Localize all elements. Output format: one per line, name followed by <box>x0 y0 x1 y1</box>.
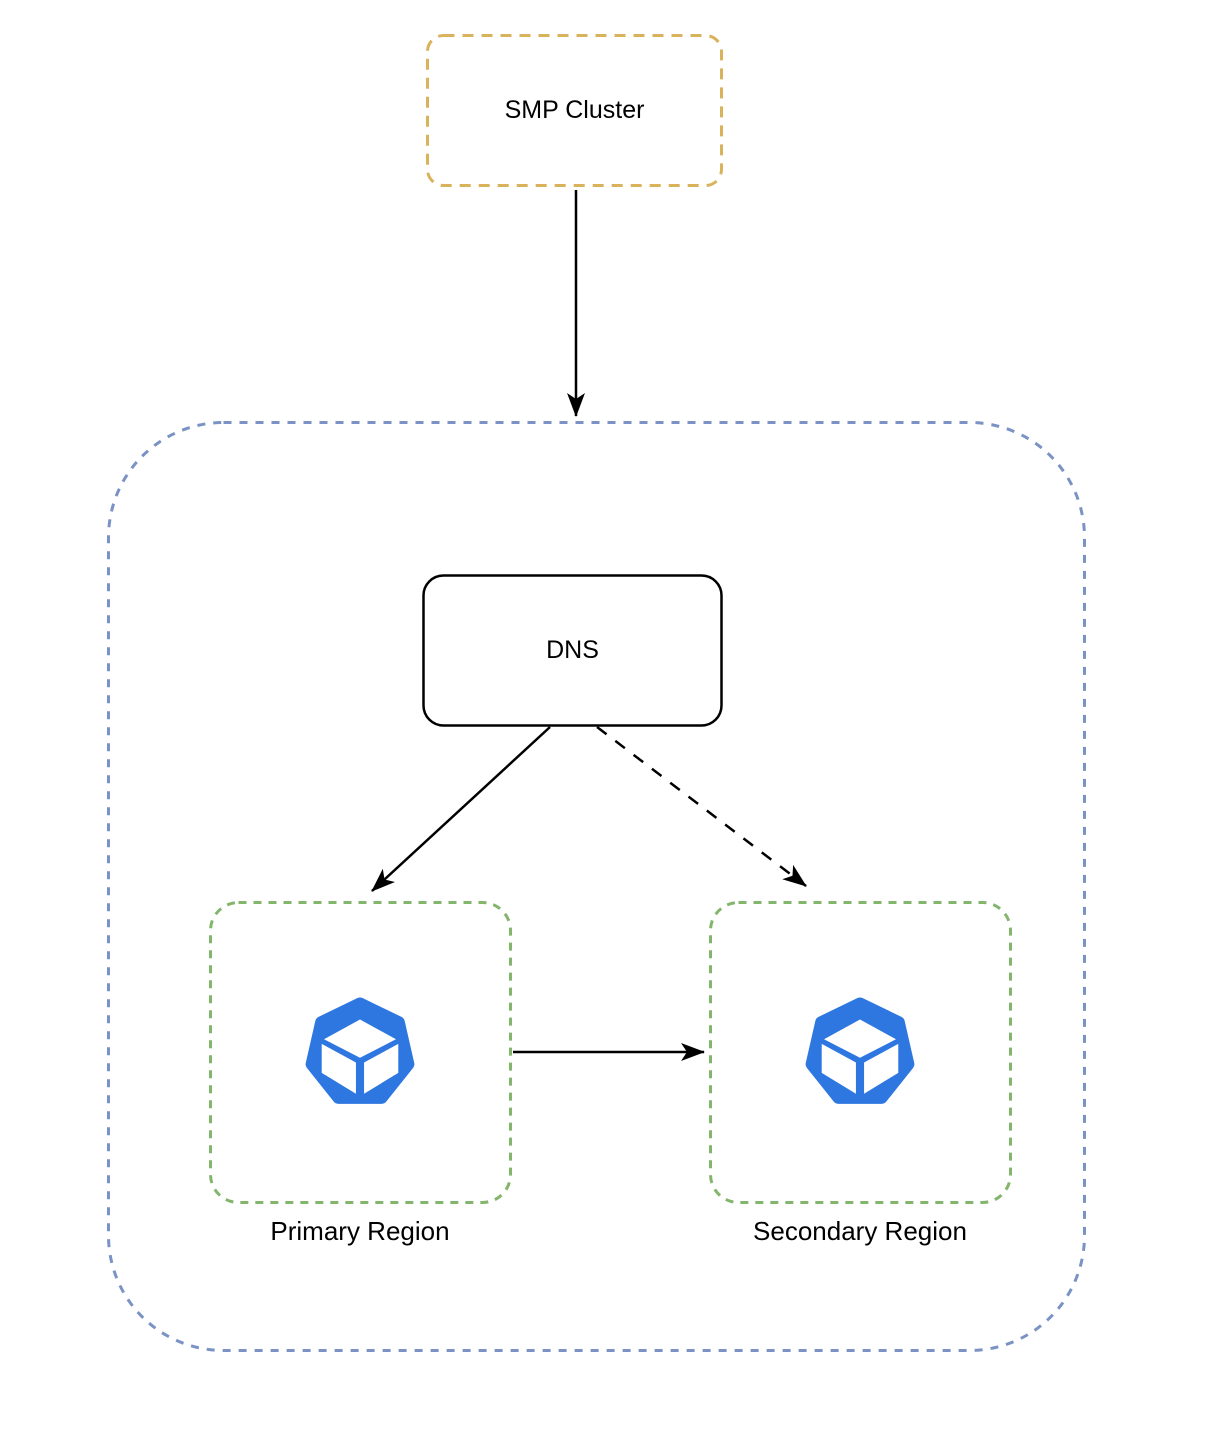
dns-box <box>422 574 723 727</box>
cluster-cube-icon <box>305 997 415 1104</box>
cluster-cube-icon <box>805 997 915 1104</box>
edge-dns-to-primary <box>371 726 551 892</box>
smp-cluster-box <box>426 34 723 187</box>
edge-dns-to-secondary-dashed <box>596 726 807 887</box>
outer-container-box <box>107 421 1086 1352</box>
